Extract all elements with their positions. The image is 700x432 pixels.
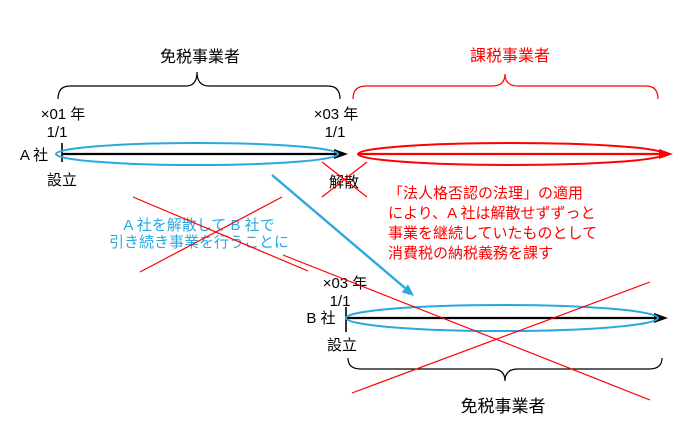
exempt-period-brace	[57, 71, 341, 100]
b-exempt-brace	[347, 357, 663, 382]
dissolution-plan-note: A 社を解散して B 社で 引き続き事業を行うことに	[109, 196, 309, 273]
a-exempt-ellipse	[55, 142, 339, 166]
b-x-line-2	[351, 281, 651, 394]
b-arrowhead	[654, 313, 668, 323]
red-note-line: により、A 社は解散せずずっと	[388, 205, 595, 222]
b-company-name: B 社	[306, 310, 335, 327]
succession-arrow-shaft	[271, 174, 406, 289]
company-b-timeline: ×03 年 1/1 B 社 設立 免税事業者	[282, 254, 668, 416]
succession-arrow	[271, 174, 414, 296]
a-end-date: 1/1	[325, 124, 346, 141]
b-established-label: 設立	[327, 337, 357, 354]
b-start-date: 1/1	[330, 293, 351, 310]
b-timeline-cross-out	[282, 254, 651, 401]
a-continued-arrowhead	[659, 149, 673, 159]
top-period-labels: 免税事業者 課税事業者	[57, 47, 659, 100]
b-exempt-ellipse	[345, 304, 659, 332]
taxable-period-brace	[352, 73, 659, 100]
b-start-year: ×03 年	[323, 275, 368, 292]
b-x-line-1	[282, 254, 651, 401]
a-dissolved-label: 解散	[329, 174, 359, 191]
plan-x-line-1	[132, 196, 309, 272]
a-end-year: ×03 年	[314, 106, 359, 123]
a-start-year: ×01 年	[41, 106, 86, 123]
a-start-date: 1/1	[47, 124, 68, 141]
red-note-line: 「法人格否認の法理」の適用	[388, 184, 583, 202]
plan-x-line-2	[139, 196, 283, 273]
plan-cross-out	[132, 196, 309, 273]
blue-note-line: 引き続き事業を行うことに	[109, 234, 289, 251]
company-a-timeline: ×01 年 1/1 A 社 設立 ×03 年 1/1 解散	[20, 106, 673, 198]
dissolved-cross-out	[321, 161, 368, 198]
b-exempt-label: 免税事業者	[461, 397, 546, 416]
red-note-line: 消費税の納税義務を課す	[388, 245, 553, 262]
succession-arrowhead	[401, 284, 414, 296]
a-taxable-ellipse	[357, 142, 665, 166]
exempt-period-label: 免税事業者	[160, 48, 240, 66]
taxable-period-label: 課税事業者	[470, 47, 550, 65]
a-arrowhead	[334, 149, 348, 159]
a-established-label: 設立	[47, 172, 77, 189]
dissolved-x-line-2	[321, 161, 368, 198]
red-note-line: 事業を継続していたものとして	[388, 225, 597, 242]
a-company-name: A 社	[20, 147, 48, 164]
legal-doctrine-note: 「法人格否認の法理」の適用 により、A 社は解散せずずっと 事業を継続していたも…	[388, 184, 597, 262]
